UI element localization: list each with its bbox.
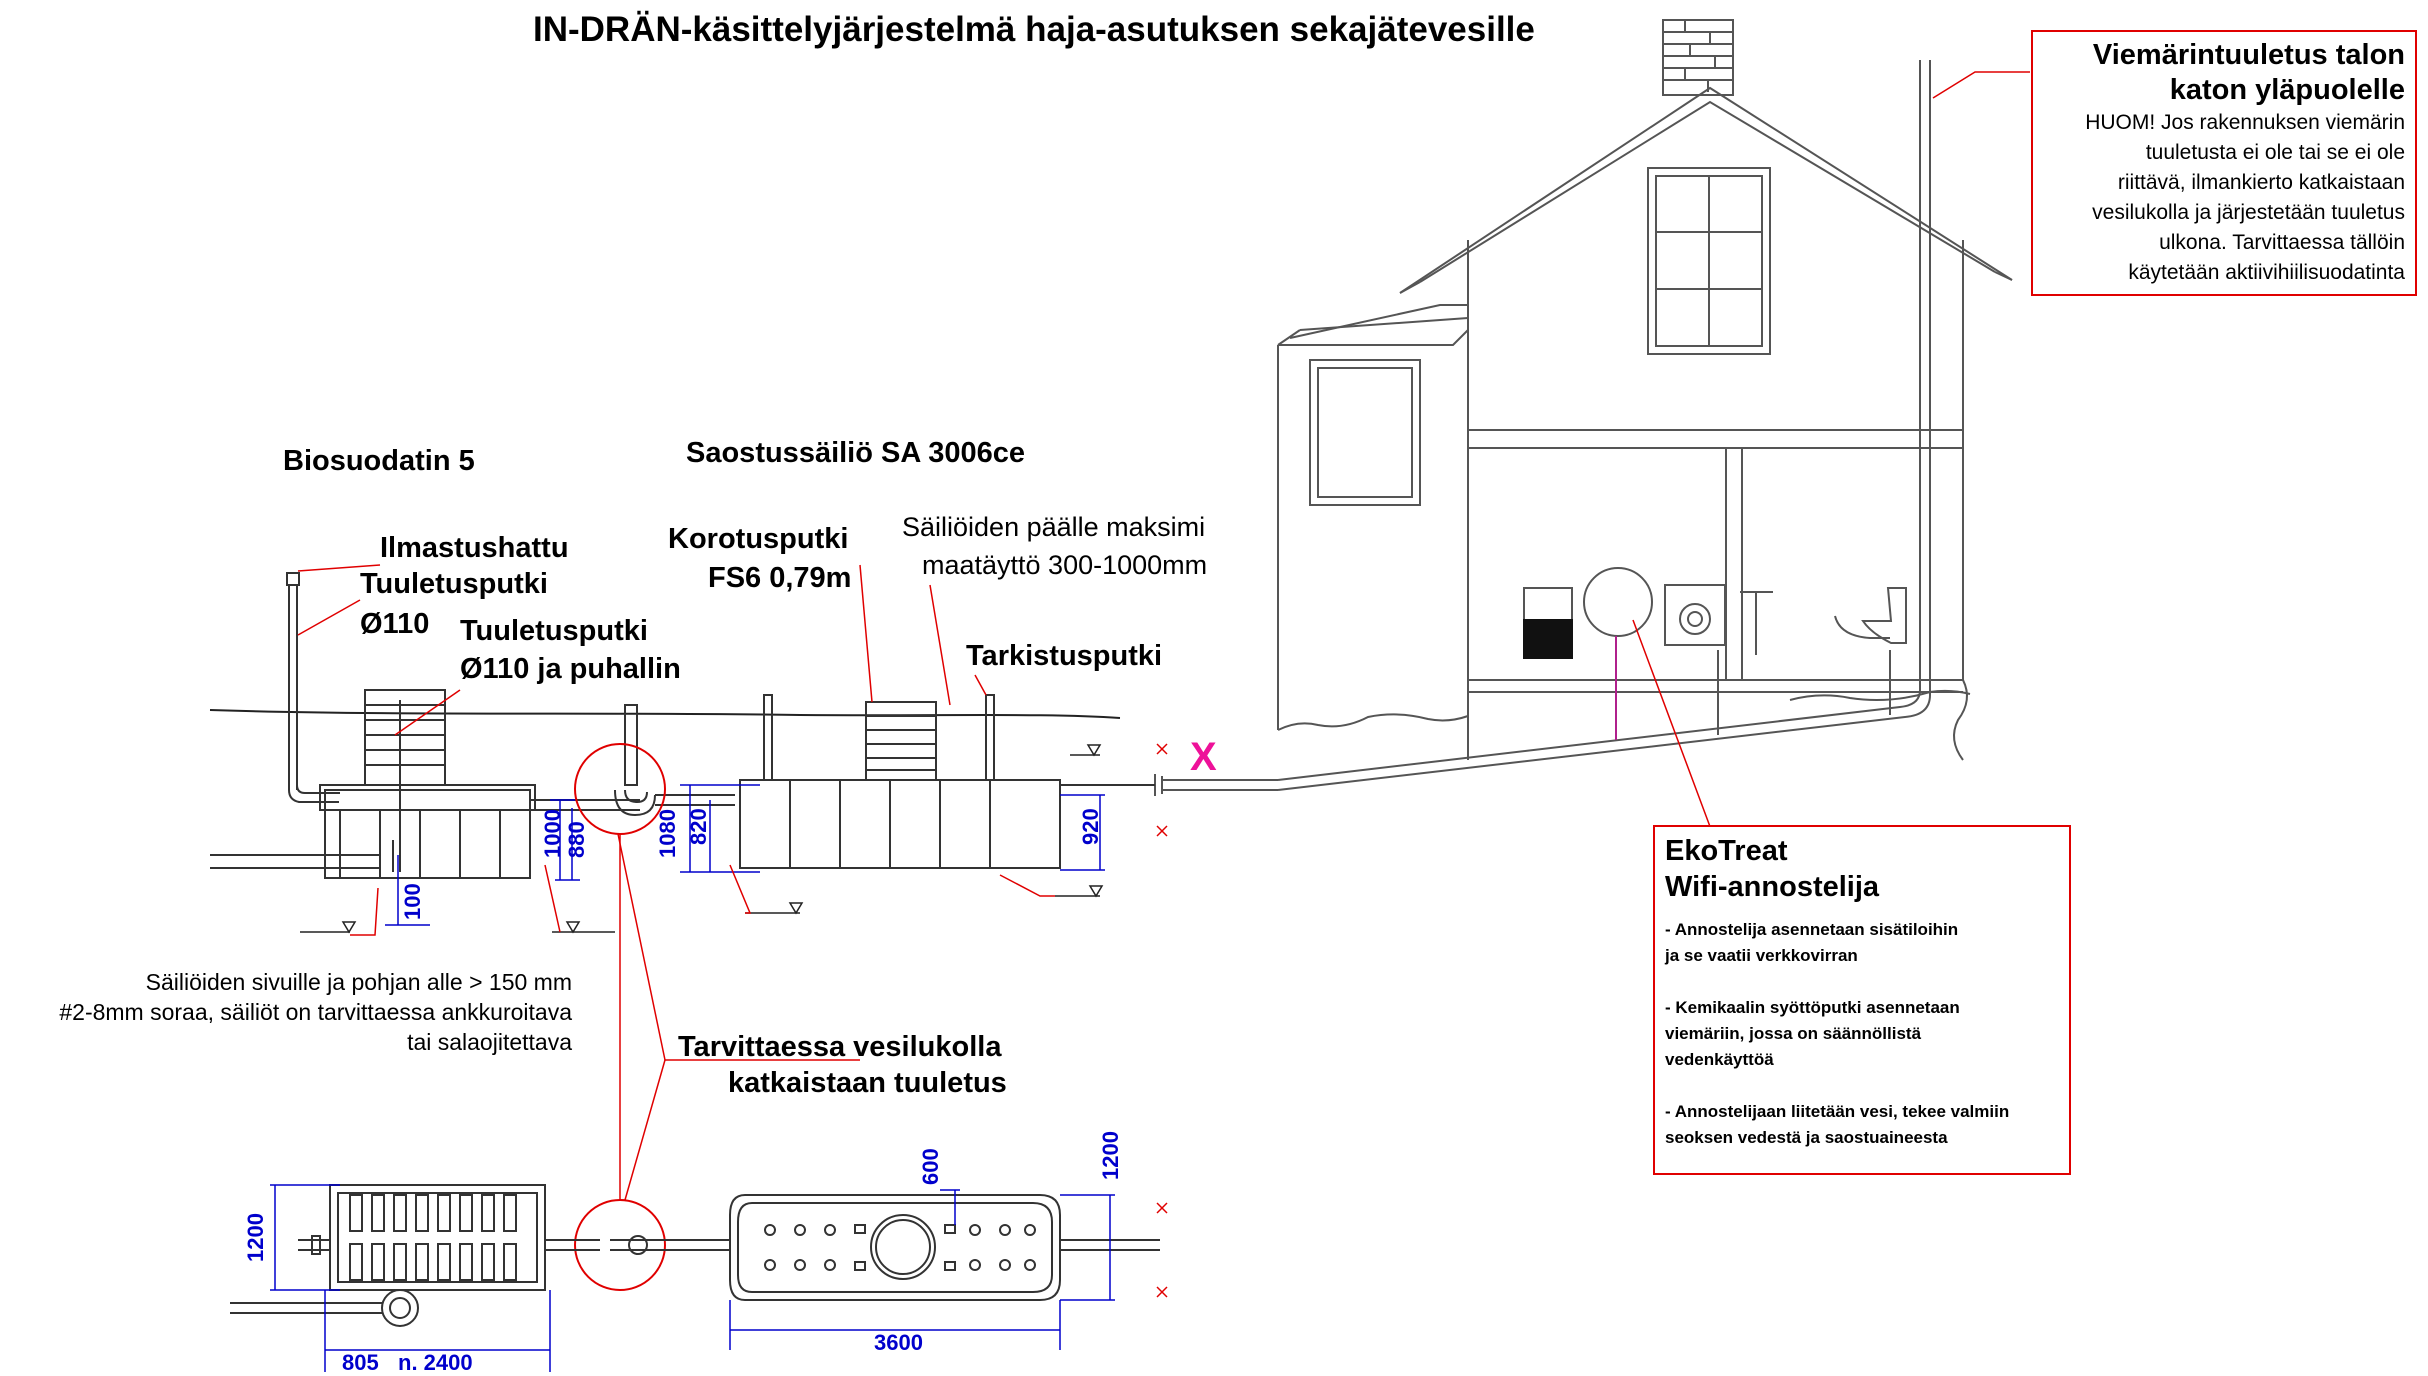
biofilter-side-view xyxy=(210,572,735,879)
ekotreat-bullet-3a: - Annostelijaan liitetään vesi, tekee va… xyxy=(1665,1102,2010,1121)
ground-line xyxy=(209,709,1121,719)
dim-1200-right: 1200 xyxy=(1098,1131,1123,1180)
dim-1000: 1000 xyxy=(540,809,565,858)
water-trap-label-a: Tarvittaessa vesilukolla xyxy=(678,1031,1002,1063)
chimney xyxy=(1662,19,1734,96)
gravel-note-b: #2-8mm soraa, säiliöt on tarvittaessa an… xyxy=(59,999,572,1025)
riser-label-a: Korotusputki xyxy=(668,523,849,555)
dimension-lines xyxy=(270,784,1115,1372)
ekotreat-title-a: EkoTreat xyxy=(1665,835,1788,867)
septic-tank-side-view xyxy=(739,694,1155,869)
ekotreat-bullet-2c: vedenkäyttöä xyxy=(1665,1050,1774,1069)
roof-vent-line-4: vesilukolla ja järjestetään tuuletus xyxy=(2092,201,2405,224)
dim-820: 820 xyxy=(686,808,711,845)
biofilter-label: Biosuodatin 5 xyxy=(283,445,475,477)
biofilter-top-view xyxy=(230,1184,730,1327)
roof-vent-title-b: katon yläpuolelle xyxy=(2169,74,2405,106)
backfill-label-a: Säiliöiden päälle maksimi xyxy=(902,512,1206,542)
backfill-label-b: maatäyttö 300-1000mm xyxy=(922,550,1208,580)
water-tank xyxy=(1523,587,1573,659)
water-trap-circle-top xyxy=(574,1199,666,1291)
vent-pipe-label-1b: Ø110 xyxy=(360,608,430,640)
riser-label-b: FS6 0,79m xyxy=(708,562,852,594)
roof-vent-title-a: Viemärintuuletus talon xyxy=(2092,39,2405,71)
house-drawing xyxy=(1277,19,2013,791)
roof-vent-line-5: ulkona. Tarvittaessa tällöin xyxy=(2159,231,2405,254)
inspection-pipe-label: Tarkistusputki xyxy=(966,640,1163,672)
roof-vent-line-1: HUOM! Jos rakennuksen viemärin xyxy=(2085,111,2405,134)
roof-vent-note-box: Viemärintuuletus talon katon yläpuolelle… xyxy=(2031,30,2417,296)
water-trap-label-b: katkaistaan tuuletus xyxy=(728,1067,1007,1099)
vent-pipe-label-1a: Tuuletusputki xyxy=(360,568,548,600)
shutoff-marks xyxy=(1156,743,1168,1298)
level-markers xyxy=(300,744,1104,934)
roof-vent-line-2: tuuletusta ei ole tai se ei ole xyxy=(2145,141,2405,164)
dim-100: 100 xyxy=(400,883,425,920)
septic-tank-top-view xyxy=(729,1194,1160,1301)
vent-pipe-label-2a: Tuuletusputki xyxy=(460,615,648,647)
ekotreat-title-b: Wifi-annostelija xyxy=(1665,871,1880,903)
roof-vent-line-6: käytetään aktiivihiilisuodatinta xyxy=(2128,261,2405,284)
gravel-note-a: Säiliöiden sivuille ja pohjan alle > 150… xyxy=(145,969,572,995)
dim-1200-left: 1200 xyxy=(243,1213,268,1262)
ekotreat-bullet-2b: viemäriin, jossa on säännöllistä xyxy=(1665,1024,1922,1043)
sink xyxy=(1740,591,1773,655)
ekotreat-note-box: EkoTreat Wifi-annostelija - Annostelija … xyxy=(1653,825,2071,1175)
gravel-note-c: tai salaojitettava xyxy=(407,1029,572,1055)
upper-window xyxy=(1647,167,1771,355)
x-mark: X xyxy=(1190,735,1217,779)
dim-600: 600 xyxy=(918,1148,943,1185)
washing-machine xyxy=(1664,584,1726,646)
dim-805: 805 xyxy=(342,1350,379,1375)
ekotreat-dosing-unit xyxy=(1583,567,1653,637)
ekotreat-bullet-2a: - Kemikaalin syöttöputki asennetaan xyxy=(1665,998,1960,1017)
ekotreat-bullet-3b: seoksen vedestä ja saostuaineesta xyxy=(1665,1128,1948,1147)
dim-3600: 3600 xyxy=(874,1330,923,1355)
dim-880: 880 xyxy=(564,821,589,858)
toilet xyxy=(1834,587,1907,644)
aeration-cap-label: Ilmastushattu xyxy=(380,532,569,564)
ekotreat-bullet-1b: ja se vaatii verkkovirran xyxy=(1665,946,1858,965)
roof-vent-line-3: riittävä, ilmankierto katkaistaan xyxy=(2117,171,2405,194)
vent-pipe-label-2b: Ø110 ja puhallin xyxy=(460,653,681,685)
septic-tank-label: Saostussäiliö SA 3006ce xyxy=(686,437,1026,469)
dim-1080: 1080 xyxy=(655,809,680,858)
dim-approx-2400: n. 2400 xyxy=(398,1350,473,1375)
dim-920: 920 xyxy=(1078,808,1103,845)
ekotreat-bullet-1a: - Annostelija asennetaan sisätiloihin xyxy=(1665,920,1959,939)
diagram-title: IN-DRÄN-käsittelyjärjestelmä haja-asutuk… xyxy=(533,10,1535,49)
